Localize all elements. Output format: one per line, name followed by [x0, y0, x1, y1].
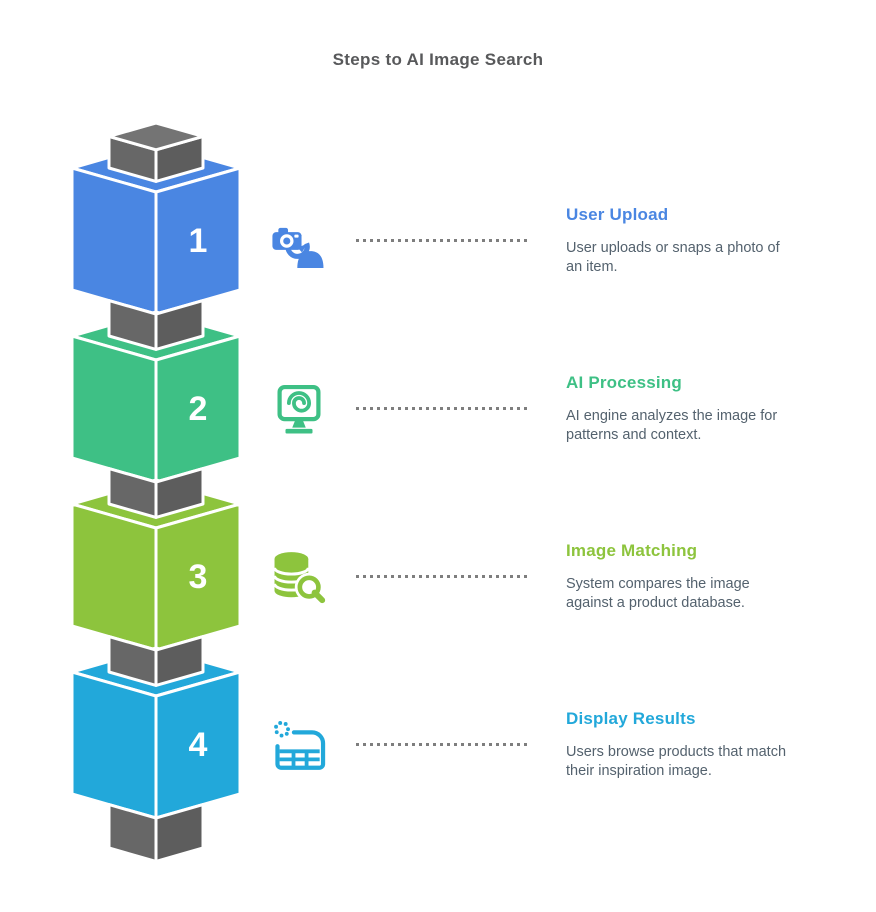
step-row-4: Display Results Users browse products th…	[0, 504, 876, 779]
step-cube-3: 3	[70, 467, 242, 652]
step-description-line1: Users browse products that match	[566, 744, 787, 760]
step-cube-1: 1	[70, 121, 242, 316]
step-description: User uploads or snaps a photo of an item…	[566, 239, 856, 277]
step-description-line2: an item.	[566, 259, 618, 275]
page-title: Steps to AI Image Search	[332, 50, 544, 69]
results-grid-glyph	[274, 721, 326, 770]
step-number: 3	[189, 558, 208, 596]
step-description: System compares the image against a prod…	[566, 575, 856, 613]
step-heading: AI Processing	[566, 373, 682, 392]
step-number: 1	[189, 222, 208, 260]
user-photo-upload-glyph	[272, 227, 324, 268]
step-description-line2: patterns and context.	[566, 427, 702, 443]
step-description-line2: against a product database.	[566, 595, 745, 611]
step-description: Users browse products that match their i…	[566, 743, 856, 781]
pillar-right-face	[154, 635, 205, 687]
step-row-1: User Upload User uploads or snaps a phot…	[0, 0, 876, 275]
step-number: 4	[189, 726, 208, 764]
database-search-icon	[273, 552, 326, 604]
step-cube-4: 4	[70, 635, 242, 820]
step-description-line1: System compares the image	[566, 576, 750, 592]
step-row-3: Image Matching System compares the image…	[0, 336, 876, 611]
dotted-connector	[356, 239, 528, 242]
cube-left-face	[70, 670, 158, 820]
step-heading: Display Results	[566, 709, 696, 728]
pillar-right-face	[154, 299, 205, 351]
step-description: AI engine analyzes the image for pattern…	[566, 407, 856, 445]
ai-processing-monitor-glyph	[277, 384, 321, 434]
user-photo-upload-icon	[272, 227, 324, 268]
pillar-cap-top-face	[107, 121, 205, 152]
dotted-connector	[356, 743, 528, 746]
step-description-line2: their inspiration image.	[566, 763, 712, 779]
step-row-2: AI Processing AI engine analyzes the ima…	[0, 168, 876, 443]
results-grid-icon	[274, 721, 326, 770]
step-number: 2	[189, 390, 208, 428]
step-tower-graphic: 1 2 3 4	[70, 121, 242, 863]
ai-processing-monitor-icon	[277, 384, 321, 434]
pillar-right-face	[154, 803, 205, 863]
step-cube-2: 2	[70, 299, 242, 484]
step-description-line1: User uploads or snaps a photo of	[566, 240, 780, 256]
step-description-line1: AI engine analyzes the image for	[566, 408, 778, 424]
dotted-connector	[356, 407, 528, 410]
pillar-right-face	[154, 467, 205, 519]
database-search-glyph	[273, 552, 326, 604]
dotted-connector	[356, 575, 528, 578]
step-heading: User Upload	[566, 205, 669, 224]
step-heading: Image Matching	[566, 541, 698, 560]
pillar-bottom	[107, 803, 205, 863]
